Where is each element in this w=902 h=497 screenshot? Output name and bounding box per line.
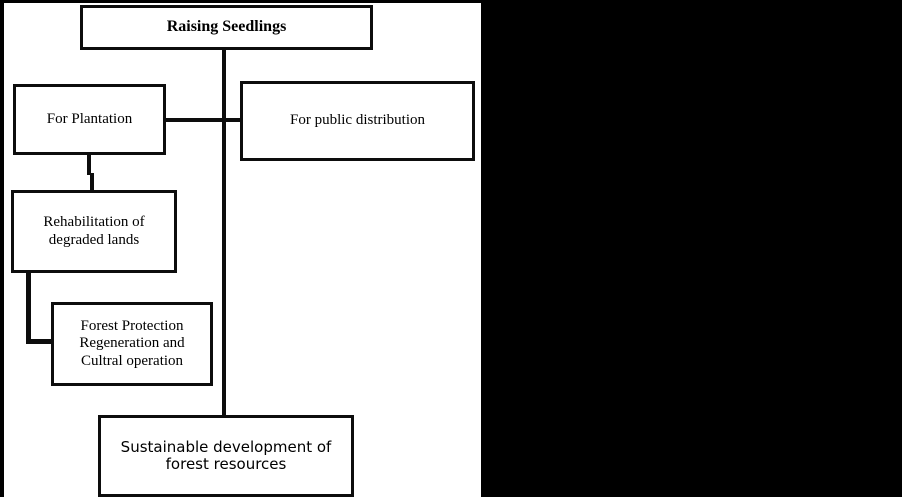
connector-root-trunk [222,48,226,418]
connector-trunk-to-public [222,118,243,122]
connector-plantation-to-rehab-lower [90,173,94,193]
node-for-plantation[interactable]: For Plantation [13,84,166,155]
node-sustainable-development-label: Sustainable development of forest resour… [120,437,332,473]
connector-rehab-to-forest-horizontal [26,339,56,344]
diagram-canvas: Raising Seedlings For Plantation For pub… [4,3,481,497]
node-rehabilitation-of-degraded-lands[interactable]: Rehabilitation of degraded lands [11,190,177,273]
node-rehabilitation-of-degraded-lands-label: Rehabilitation of degraded lands [43,214,145,248]
node-raising-seedlings[interactable]: Raising Seedlings [80,5,373,50]
node-for-plantation-label: For Plantation [46,110,133,127]
connector-trunk-to-plantation [163,118,226,122]
dark-background-region [481,0,902,497]
node-forest-protection-regeneration[interactable]: Forest Protection Regeneration and Cultr… [51,302,213,386]
connector-rehab-to-forest-vertical [26,270,31,344]
node-for-public-distribution[interactable]: For public distribution [240,81,475,161]
node-for-public-distribution-label: For public distribution [290,112,425,129]
connector-plantation-to-rehab-upper [87,152,91,175]
node-raising-seedlings-label: Raising Seedlings [166,18,287,36]
node-forest-protection-regeneration-label: Forest Protection Regeneration and Cultr… [79,317,185,369]
node-sustainable-development[interactable]: Sustainable development of forest resour… [98,415,354,497]
